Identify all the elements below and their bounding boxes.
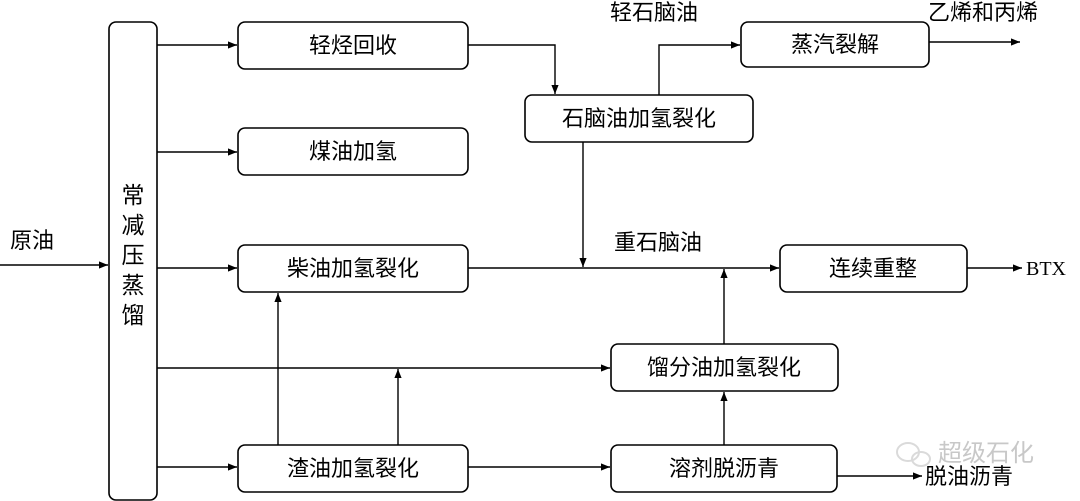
ethylene-propylene-label: 乙烯和丙烯 [928, 1, 1038, 26]
distillation-char-2: 减 [122, 213, 145, 239]
btx-label: BTX [1026, 258, 1067, 280]
naphtha-hydrocracking-label: 石脑油加氢裂化 [562, 107, 716, 132]
atmospheric-vacuum-distillation-box [108, 21, 158, 501]
diesel-hydrocracking-label: 柴油加氢裂化 [287, 257, 419, 282]
kerosene-hydrogenation-label: 煤油加氢 [309, 140, 397, 165]
light-hydrocarbon-recovery-label: 轻烃回收 [309, 34, 397, 59]
distillate-hydrocracking-label: 馏分油加氢裂化 [647, 356, 801, 381]
kerosene-hydrogenation-box [237, 127, 469, 176]
heavy-naphtha-label: 重石脑油 [614, 231, 702, 256]
crude-oil-label: 原油 [10, 229, 54, 254]
arrow-to-steam-cracking [658, 41, 740, 95]
wechat-icon [896, 442, 931, 467]
residue-hydrocracking-label: 渣油加氢裂化 [287, 457, 419, 482]
distillation-label: 常 减 压 蒸 馏 [122, 183, 145, 329]
distillation-char-3: 压 [122, 243, 145, 269]
arrow-to-naphtha-hydrocracking [468, 44, 559, 94]
residue-hydrocracking-box [237, 444, 469, 493]
watermark: 超级石化 [896, 439, 1034, 467]
solvent-deasphalting-label: 溶剂脱沥青 [669, 457, 779, 482]
distillation-char-1: 常 [122, 183, 145, 209]
steam-cracking-box [740, 21, 930, 68]
continuous-reforming-label: 连续重整 [829, 257, 917, 282]
distillation-char-5: 馏 [122, 303, 145, 329]
steam-cracking-label: 蒸汽裂解 [791, 33, 879, 58]
light-naphtha-label: 轻石脑油 [610, 1, 698, 26]
deoiled-asphalt-label: 脱油沥青 [925, 465, 1013, 490]
watermark-text: 超级石化 [938, 439, 1034, 467]
distillation-char-4: 蒸 [122, 273, 145, 299]
naphtha-hydrocracking-box [524, 94, 754, 143]
